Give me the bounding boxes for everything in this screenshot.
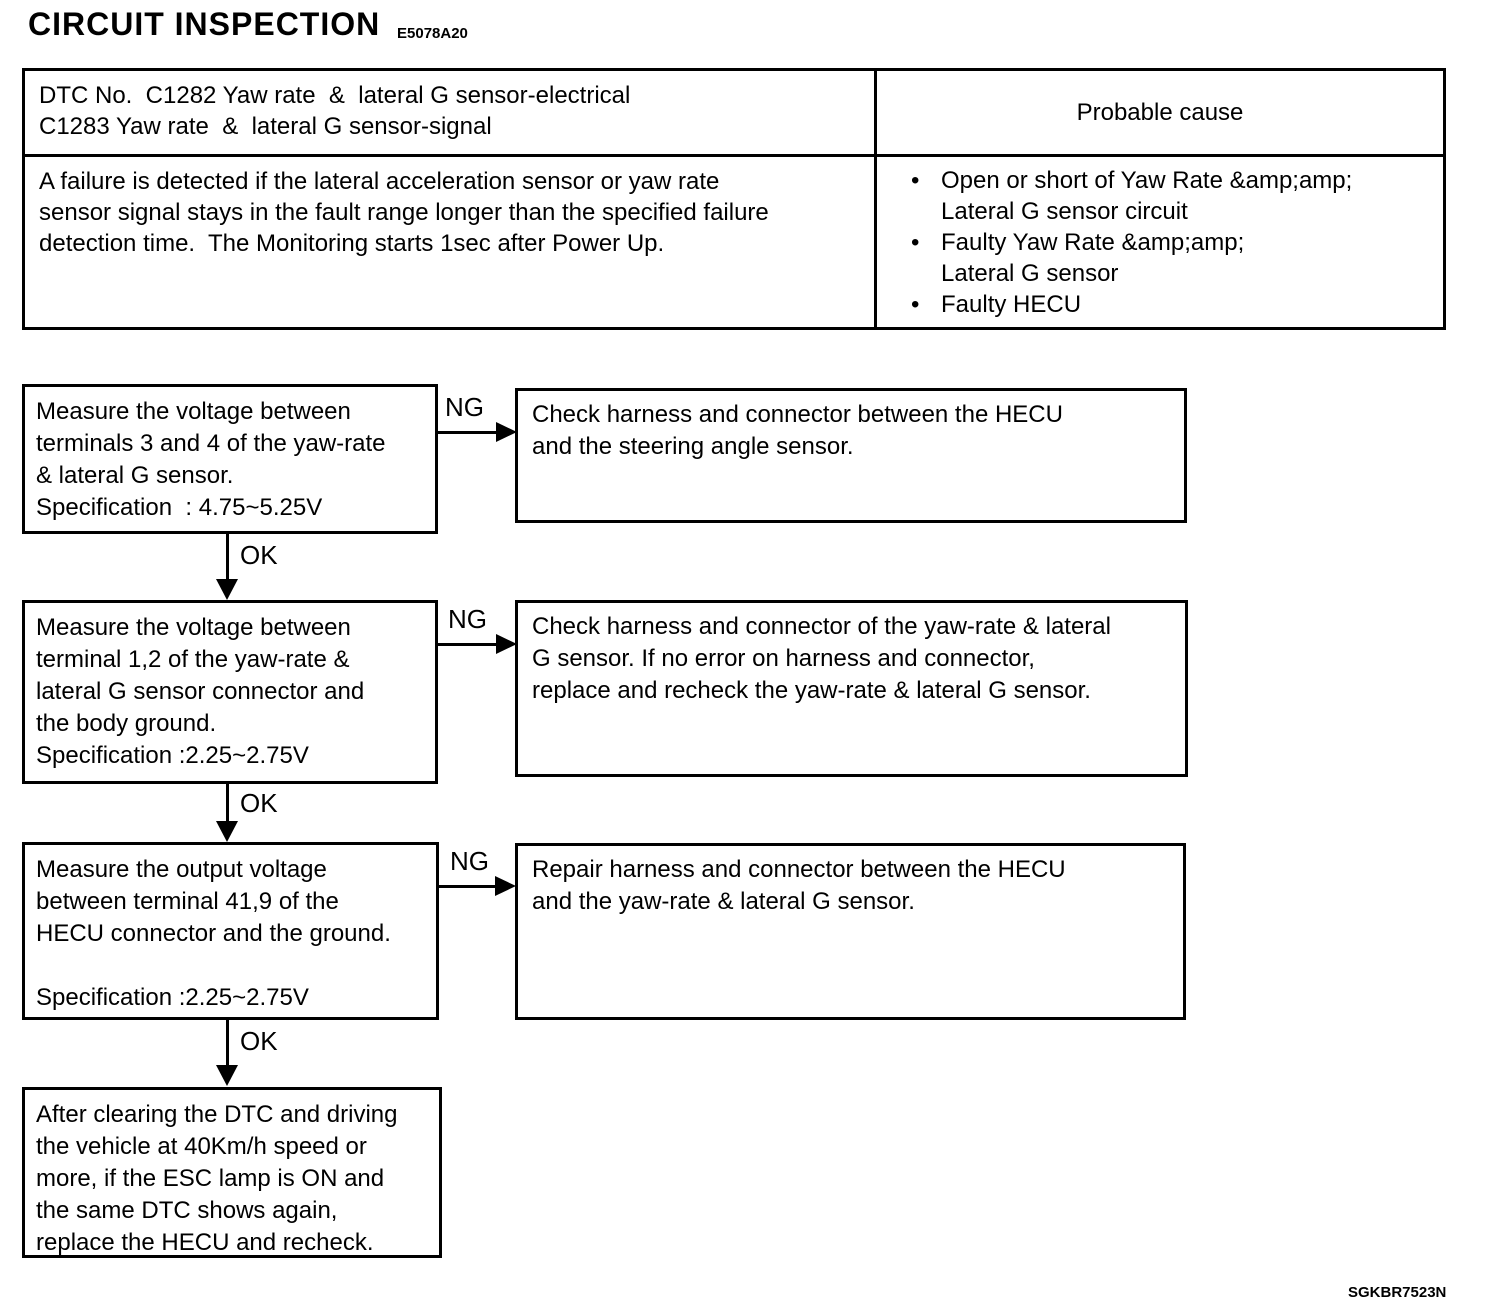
ok-label: OK — [240, 1026, 278, 1056]
ok-arrow-line — [226, 1020, 229, 1066]
flow-step-1-action-box: Measure the voltage between terminals 3 … — [22, 384, 438, 534]
dtc-table-header-row: DTC No. C1282 Yaw rate & lateral G senso… — [25, 71, 1443, 157]
page-title: CIRCUIT INSPECTION — [28, 6, 381, 42]
ng-arrow-line — [438, 885, 498, 888]
arrow-down-icon — [216, 821, 238, 842]
ng-label: NG — [450, 846, 489, 876]
ng-label: NG — [448, 604, 487, 634]
probable-cause-item: Open or short of Yaw Rate &amp;amp; Late… — [903, 165, 1433, 227]
arrow-right-icon — [495, 876, 516, 896]
page-title-code: E5078A20 — [397, 25, 468, 42]
arrow-down-icon — [216, 1065, 238, 1086]
ng-arrow-line — [437, 643, 499, 646]
ok-arrow-line — [226, 783, 229, 822]
arrow-down-icon — [216, 579, 238, 600]
flow-step-1-ng-result-box: Check harness and connector between the … — [515, 388, 1187, 523]
flow-step-3-ng-result-box: Repair harness and connector between the… — [515, 843, 1186, 1020]
flow-step-3-action-box: Measure the output voltage between termi… — [22, 842, 439, 1020]
flow-step-2-action-box: Measure the voltage between terminal 1,2… — [22, 600, 438, 784]
ng-label: NG — [445, 392, 484, 422]
dtc-table-body-row: A failure is detected if the lateral acc… — [25, 157, 1443, 327]
arrow-right-icon — [496, 422, 517, 442]
ok-label: OK — [240, 788, 278, 818]
flow-step-2-ng-result-box: Check harness and connector of the yaw-r… — [515, 600, 1188, 777]
figure-code: SGKBR7523N — [1348, 1284, 1447, 1301]
probable-cause-header: Probable cause — [1076, 99, 1244, 126]
dtc-table: DTC No. C1282 Yaw rate & lateral G senso… — [22, 68, 1446, 330]
arrow-right-icon — [496, 634, 517, 654]
probable-cause-item: Faulty HECU — [903, 289, 1433, 320]
dtc-number-cell: DTC No. C1282 Yaw rate & lateral G senso… — [25, 71, 877, 154]
ok-arrow-line — [226, 533, 229, 580]
flow-step-4-action-box: After clearing the DTC and driving the v… — [22, 1087, 442, 1258]
probable-cause-item: Faulty Yaw Rate &amp;amp; Lateral G sens… — [903, 227, 1433, 289]
failure-description-cell: A failure is detected if the lateral acc… — [25, 157, 877, 327]
probable-cause-list: Open or short of Yaw Rate &amp;amp; Late… — [877, 157, 1443, 327]
ok-label: OK — [240, 540, 278, 570]
probable-cause-header-cell: Probable cause — [877, 71, 1443, 154]
ng-arrow-line — [437, 431, 499, 434]
